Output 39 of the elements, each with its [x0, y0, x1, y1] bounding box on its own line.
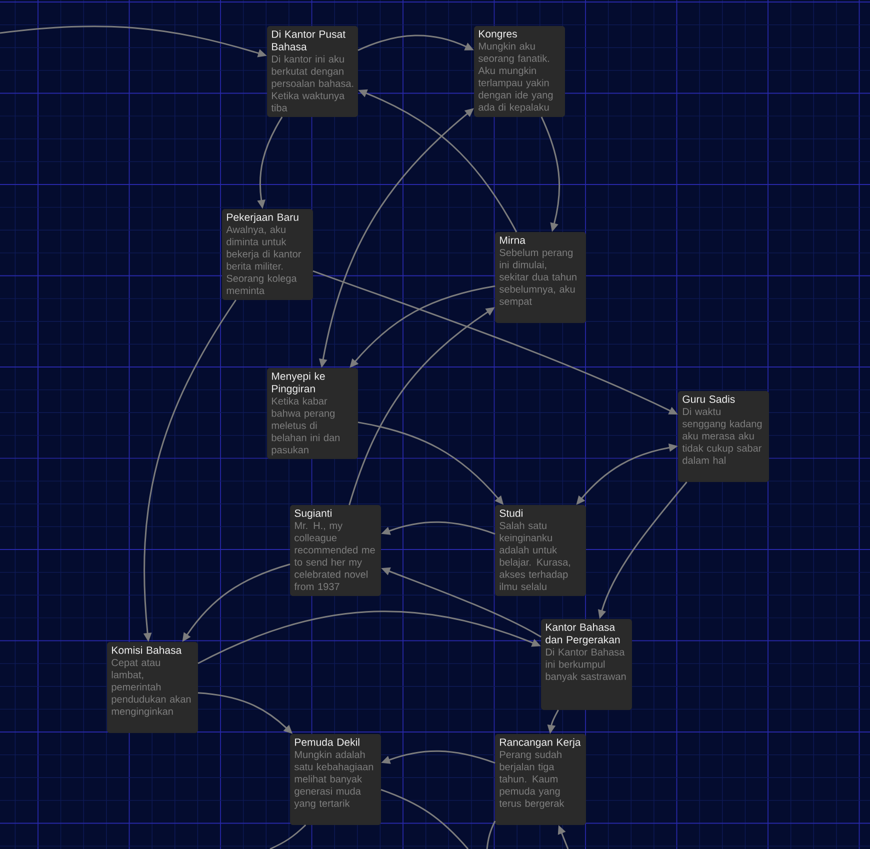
- connector-line: [380, 789, 469, 849]
- card-title: Sugianti: [294, 509, 332, 519]
- connector-line: [486, 820, 496, 849]
- card-title: Pemuda Dekil: [295, 738, 360, 746]
- passage-card: [495, 232, 586, 323]
- passage-card: [474, 26, 565, 117]
- card-text: Mungkin adalah satu kebahagiaan melihat banyak generasi muda yang tertarik: [294, 750, 374, 809]
- card-title: Studi: [500, 509, 522, 517]
- card-text: Mr. H., my colleague recommended me to send her my celebrated novel from 1937: [294, 522, 375, 590]
- card-title: Di Kantor Pusat Bahasa: [272, 30, 346, 50]
- card-title: Kantor Bahasa dan Pergerakan: [546, 623, 620, 646]
- card-text: Mungkin aku seorang fanatik. Aku mungkin terlampau yakin dengan ide yang ada di kepalaku: [478, 42, 553, 113]
- passage-card: [290, 505, 381, 596]
- card-text: Ketika kabar bahwa perang meletus di belahan ini dan pasukan: [272, 397, 340, 456]
- card-title: Komisi Bahasa: [112, 646, 182, 654]
- card-text: Sebelum perang ini dimulai, sekitar dua tahun sebelumnya, aku sempat: [500, 248, 576, 307]
- passage-card: [222, 209, 313, 300]
- passage-card: [107, 642, 198, 733]
- card-text: Cepat atau lambat, pemerintah pendudukan akan menginginkan: [112, 659, 191, 717]
- passage-card: [267, 26, 358, 117]
- card-text: Di Kantor Bahasa ini berkumpul banyak sastrawan: [546, 648, 626, 682]
- connector-line: [270, 824, 306, 849]
- passage-card: [495, 505, 586, 596]
- passage-card: [267, 368, 358, 459]
- card-title: Kongres: [479, 30, 517, 40]
- card-text: Di kantor ini aku berkutat dengan persoalan bahasa. Ketika waktunya tiba: [271, 55, 354, 112]
- card-title: Pekerjaan Baru: [227, 213, 298, 223]
- card-text: Salah satu keinginanku adalah untuk belajar. Kurasa, akses terhadap ilmu selalu: [500, 522, 570, 590]
- card-text: Di waktu senggang kadang aku merasa aku tidak cukup sabar dalam hal: [682, 408, 762, 464]
- passage-card: [541, 619, 632, 710]
- passage-card: [495, 734, 586, 825]
- card-text: Awalnya, aku diminta untuk bekerja di kantor berita militer. Seorang kolega meminta: [226, 226, 302, 294]
- card-title: Guru Sadis: [682, 395, 735, 403]
- card-text: Perang sudah berjalan tiga tahun. Kaum pemuda yang terus bergerak: [499, 750, 564, 809]
- passage-card: [290, 734, 381, 825]
- card-title: Mirna: [500, 236, 526, 244]
- card-title: Rancangan Kerja: [500, 738, 581, 748]
- card-title: Menyepi ke Pinggiran: [272, 372, 325, 394]
- passage-card: [678, 391, 769, 482]
